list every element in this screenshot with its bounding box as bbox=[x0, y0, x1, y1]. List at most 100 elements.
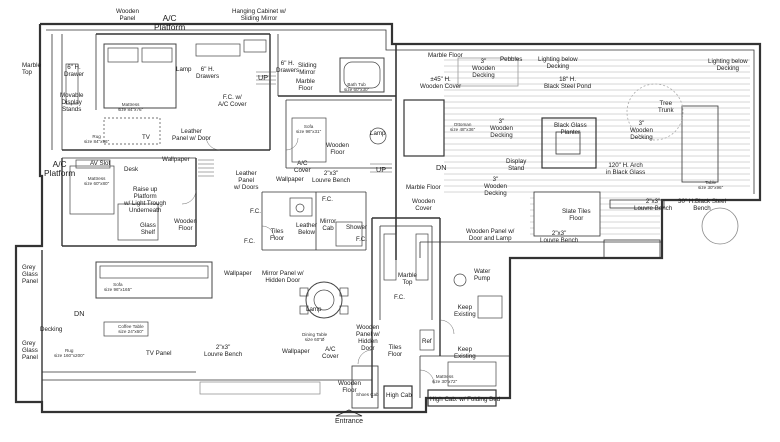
label-louvre-bench-living: 2"x3" Louvre Bench bbox=[204, 344, 243, 358]
label-ac-cover-bottom: A/C Cover bbox=[322, 346, 339, 360]
entrance-marker bbox=[335, 409, 363, 417]
label-wooden-decking-top: 3" Wooden Decking bbox=[472, 58, 495, 79]
label-drawers-6b: 6" H. Drawers bbox=[276, 60, 300, 74]
label-mattress-maid: Mattress size 30"x72" bbox=[432, 374, 458, 385]
label-marble-floor-mid: Marble Floor bbox=[406, 184, 441, 191]
label-wooden-decking-mid: 3" Wooden Decking bbox=[490, 118, 513, 139]
label-marble-floor-bath: Marble Floor bbox=[296, 78, 315, 92]
label-wooden-floor-guest: Wooden Floor bbox=[174, 218, 197, 232]
label-rug-master: Rug size 84"x96" bbox=[84, 134, 110, 145]
door-swings bbox=[181, 135, 455, 385]
label-coffee-table: Coffee Table size 24"x60" bbox=[118, 324, 144, 335]
furniture bbox=[65, 39, 503, 395]
label-glass-shelf: Glass Shelf bbox=[140, 222, 156, 236]
label-wooden-decking-center: 3" Wooden Decking bbox=[484, 176, 507, 197]
label-water-pump: Water Pump bbox=[474, 268, 491, 282]
label-pebbles: Pebbles bbox=[500, 56, 523, 63]
label-up-1: UP bbox=[258, 73, 268, 82]
label-mirror-cab: Mirror Cab bbox=[320, 218, 337, 232]
label-lighting-below-1: Lighting below Decking bbox=[538, 56, 578, 70]
label-wallpaper-1: Wallpaper bbox=[162, 156, 190, 163]
label-ref: Ref bbox=[422, 338, 432, 345]
label-dn-1: DN bbox=[436, 163, 447, 172]
label-display-stand: Display Stand bbox=[506, 158, 527, 172]
label-tree-top: Tree Trunk bbox=[658, 100, 674, 114]
label-keep-existing-2: Keep Existing bbox=[454, 346, 476, 360]
label-wooden-floor-bottom: Wooden Floor bbox=[338, 380, 361, 394]
label-wooden-cover-mid: Wooden Cover bbox=[412, 198, 435, 212]
label-ac-platform-left: A/C Platform bbox=[44, 159, 76, 178]
label-tiles-floor-2: Tiles Floor bbox=[388, 344, 403, 358]
label-wooden-decking-right: 3" Wooden Decking bbox=[630, 120, 653, 141]
label-entrance: Entrance bbox=[334, 418, 364, 425]
label-marble-top-kitchen: Marble Top bbox=[398, 272, 417, 286]
label-louvre-bench-right: 2"x3" Louvre Bench bbox=[634, 198, 673, 212]
label-ac-cover-mid: A/C Cover bbox=[294, 160, 311, 174]
label-lamp-master: Lamp bbox=[176, 66, 192, 73]
label-wooden-floor-study: Wooden Floor bbox=[326, 142, 349, 156]
label-sliding-mirror: Sliding Mirror bbox=[298, 62, 317, 76]
label-marble-floor-top: Marble Floor bbox=[428, 52, 463, 59]
label-louvre-bench-deck: 2"x3" Louvre Bench bbox=[540, 230, 579, 244]
label-mattress-guest: Mattress size 60"x80" bbox=[84, 176, 110, 187]
label-av-slot: AV Slot bbox=[90, 160, 111, 167]
label-black-steel-bench: 30" H.Black Steel Bench bbox=[678, 198, 726, 212]
label-up-2: UP bbox=[376, 165, 386, 174]
label-slate-tiles: Slate Tiles Floor bbox=[562, 208, 591, 222]
label-lighting-below-2: Lighting below Decking bbox=[708, 58, 748, 72]
label-wooden-panel-door-lamp: Wooden Panel w/ Door and Lamp bbox=[466, 228, 515, 242]
stairs bbox=[198, 71, 392, 177]
label-lamp-dining: Lamp bbox=[306, 306, 322, 313]
label-rug-living: Rug size 160"x200" bbox=[54, 348, 85, 359]
label-desk: Desk bbox=[124, 166, 139, 173]
label-tv-master: TV bbox=[142, 134, 150, 141]
label-grey-glass-top: Grey Glass Panel bbox=[22, 264, 38, 285]
label-fc-kitchen: F.C. bbox=[394, 294, 405, 301]
label-hanging-cabinet: Hanging Cabinet w/ Sliding Mirror bbox=[232, 8, 287, 22]
label-wallpaper-2: Wallpaper bbox=[224, 270, 252, 277]
label-movable-stands: Movable Display Stands bbox=[60, 92, 84, 113]
label-raised-platform: Raise up Platform w/ Light Trough Undern… bbox=[124, 186, 167, 214]
label-black-glass-planter: Black Glass Planter bbox=[554, 122, 587, 136]
label-fc-1: F.C. bbox=[250, 208, 261, 215]
label-decking-left: Decking bbox=[40, 326, 63, 333]
label-shoes-cab: Shoes Cab bbox=[356, 392, 379, 397]
label-grey-glass-bottom: Grey Glass Panel bbox=[22, 340, 38, 361]
label-dn-2: DN bbox=[74, 309, 85, 318]
label-mirror-panel: Mirror Panel w/ Hidden Door bbox=[262, 270, 304, 284]
label-leather-below: Leather Below bbox=[296, 222, 317, 236]
label-fc-3: F.C. bbox=[356, 236, 367, 243]
label-wooden-panel-top: Wooden Panel bbox=[116, 8, 139, 22]
label-marble-top: Marble Top bbox=[22, 62, 41, 76]
label-tv-panel: TV Panel bbox=[146, 350, 172, 357]
walls bbox=[14, 22, 762, 414]
label-shower: Shower bbox=[346, 224, 367, 231]
label-fc-2: F.C. bbox=[322, 196, 333, 203]
label-sofa-study: Sofa size 96"x31" bbox=[296, 124, 322, 135]
deck-features bbox=[403, 57, 739, 259]
label-keep-existing-1: Keep Existing bbox=[454, 304, 476, 318]
label-sofa-living: Sofa size 96"x165" bbox=[104, 282, 132, 293]
label-table-right: Table size 30"x96" bbox=[698, 180, 724, 191]
label-high-cab: High Cab bbox=[386, 392, 412, 399]
label-drawer-6: 6" H. Drawer bbox=[64, 64, 84, 78]
label-leather-panel-doors: Leather Panel w/ Doors bbox=[234, 170, 259, 191]
label-ac-platform-top: A/C Platform bbox=[154, 13, 186, 32]
label-louvre-bench-mid: 2"x3" Louvre Bench bbox=[312, 170, 351, 184]
label-bath-tub: Bath Tub size 60"x30" bbox=[344, 82, 370, 93]
label-black-steel-pond: 18" H. Black Steel Pond bbox=[544, 76, 592, 90]
label-wooden-cover-45: ±45" H. Wooden Cover bbox=[420, 76, 462, 90]
label-tiles-floor-1: Tiles Floor bbox=[270, 228, 285, 242]
label-dining-table: Dining Table size 60"Ø bbox=[302, 332, 328, 343]
label-drawers-6: 6" H. Drawers bbox=[196, 66, 220, 80]
label-wallpaper-3: Wallpaper bbox=[282, 348, 310, 355]
label-arch: 120" H. Arch in Black Glass bbox=[606, 162, 646, 176]
label-mattress-master: Mattress size 84"x76" bbox=[118, 102, 144, 113]
label-lamp-study: Lamp bbox=[370, 130, 386, 137]
label-fc-4: F.C. bbox=[244, 238, 255, 245]
label-fc-ac-cover: F.C. w/ A/C Cover bbox=[218, 94, 247, 108]
label-leather-panel-door: Leather Panel w/ Door bbox=[172, 128, 211, 142]
label-wallpaper-mid: Wallpaper bbox=[276, 176, 304, 183]
label-ottoman: Ottoman size 48"x36" bbox=[450, 122, 476, 133]
